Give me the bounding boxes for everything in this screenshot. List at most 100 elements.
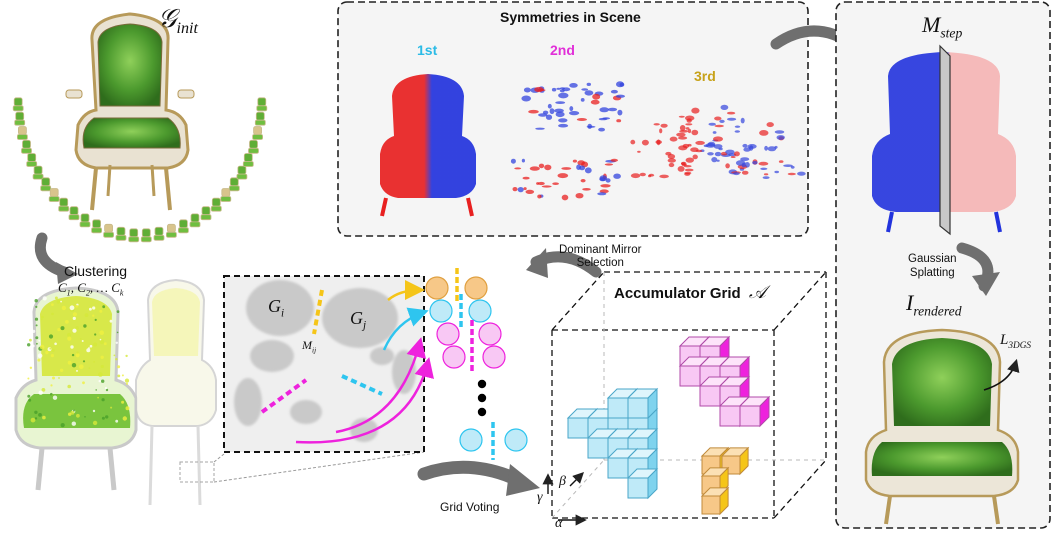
splat-2nd xyxy=(592,93,601,100)
speckle xyxy=(38,390,43,395)
splat-3rd xyxy=(695,140,705,145)
splat-3rd xyxy=(744,162,750,168)
speckle xyxy=(67,360,72,365)
camera-view-seat xyxy=(153,234,165,241)
splat-3rd xyxy=(707,152,714,156)
splat-2nd xyxy=(555,101,566,104)
camera-view-seat xyxy=(236,173,248,180)
camera-view-back xyxy=(92,219,101,229)
speckle xyxy=(50,392,53,396)
splat-2nd xyxy=(558,92,569,99)
splat-3rd xyxy=(758,161,769,166)
splat-3rd xyxy=(653,123,660,126)
camera-view-back xyxy=(129,228,139,238)
speckle xyxy=(72,328,77,333)
splat-3rd xyxy=(712,131,717,134)
splat-2nd xyxy=(523,187,527,191)
camera-view-seat xyxy=(21,147,32,154)
splat-3rd xyxy=(667,158,676,163)
speckle xyxy=(27,377,30,380)
speckle xyxy=(42,296,47,301)
splatting-arrow-head xyxy=(972,272,1000,296)
splat-3rd xyxy=(660,123,668,128)
splat-2nd xyxy=(538,163,545,169)
splat-2nd xyxy=(517,187,524,193)
splat-3rd xyxy=(714,116,722,121)
camera-view-back xyxy=(116,226,126,236)
camera-view-chair xyxy=(32,165,44,180)
beta-label: β xyxy=(559,474,566,489)
speckle xyxy=(68,412,72,416)
cluster-c2-sub: 2 xyxy=(85,288,90,298)
speckle xyxy=(105,388,109,392)
camera-view-back xyxy=(27,153,37,162)
speckle xyxy=(60,300,62,303)
splat-2nd xyxy=(525,189,535,194)
camera-view-seat xyxy=(79,221,91,228)
camera-view-chair xyxy=(16,126,28,140)
camera-view-chair xyxy=(128,228,140,243)
splat-2nd xyxy=(561,167,572,170)
camera-view-back xyxy=(80,213,90,223)
speckle xyxy=(79,364,84,370)
splat-2nd xyxy=(528,109,539,114)
speckle xyxy=(34,417,38,420)
speckle xyxy=(102,305,106,309)
splat-2nd xyxy=(558,118,568,123)
mstep-chair xyxy=(872,44,1016,236)
camera-view-chair xyxy=(48,188,60,202)
speckle xyxy=(88,367,91,370)
loss-sub: 3DGS xyxy=(1008,341,1032,351)
splat-2nd xyxy=(561,194,569,201)
camera-view-back xyxy=(49,188,59,197)
splat-3rd xyxy=(762,176,770,180)
camera-view-seat xyxy=(40,185,52,192)
splat-3rd xyxy=(687,143,692,147)
mij-label: Mij xyxy=(302,338,316,354)
clusters-label: C1, C2, … Ck xyxy=(58,280,124,298)
speckle xyxy=(84,416,86,418)
camera-view-chair xyxy=(254,111,266,126)
splat-3rd xyxy=(685,123,693,126)
speckle xyxy=(67,332,72,338)
camera-view-seat xyxy=(16,134,28,140)
g-init-symbol: 𝒢 xyxy=(158,4,177,33)
voxel-front xyxy=(719,405,741,427)
splat-2nd xyxy=(581,88,589,91)
splat-2nd xyxy=(569,111,580,116)
splat-3rd xyxy=(790,165,795,169)
camera-views-arc xyxy=(12,97,268,243)
cluster-dots: … xyxy=(96,280,108,295)
speckle xyxy=(70,410,75,415)
splat-3rd xyxy=(741,162,746,168)
sym-2nd-label: 2nd xyxy=(550,42,575,58)
camera-view-seat xyxy=(91,227,102,234)
camera-view-chair xyxy=(12,97,24,112)
camera-view-seat xyxy=(128,236,140,243)
splat-2nd xyxy=(599,189,609,194)
mij-sub: ij xyxy=(312,345,317,355)
clustered-chair-ghost xyxy=(135,278,217,506)
speckle xyxy=(59,368,64,372)
splat-3rd xyxy=(740,157,750,162)
gaussian-gi xyxy=(246,280,314,336)
splat-3rd xyxy=(714,151,722,157)
splat-2nd xyxy=(510,158,516,164)
loss-arrow xyxy=(983,358,1020,391)
speckle xyxy=(37,358,41,362)
speckle xyxy=(29,338,32,342)
speckle xyxy=(41,388,46,392)
speckle xyxy=(54,342,57,346)
camera-view-seat xyxy=(189,221,201,228)
camera-view-back xyxy=(22,139,31,149)
speckle xyxy=(52,395,58,400)
speckle xyxy=(80,338,82,340)
camera-view-seat xyxy=(68,214,80,221)
mirror-plane-cyan xyxy=(341,374,383,396)
splat-2nd xyxy=(599,107,609,113)
speckle xyxy=(54,296,58,300)
accumulator-label: Accumulator Grid 𝒜 xyxy=(614,282,766,303)
camera-view-back xyxy=(33,165,43,175)
splat-3rd xyxy=(641,139,649,146)
splat-2nd xyxy=(537,194,542,199)
